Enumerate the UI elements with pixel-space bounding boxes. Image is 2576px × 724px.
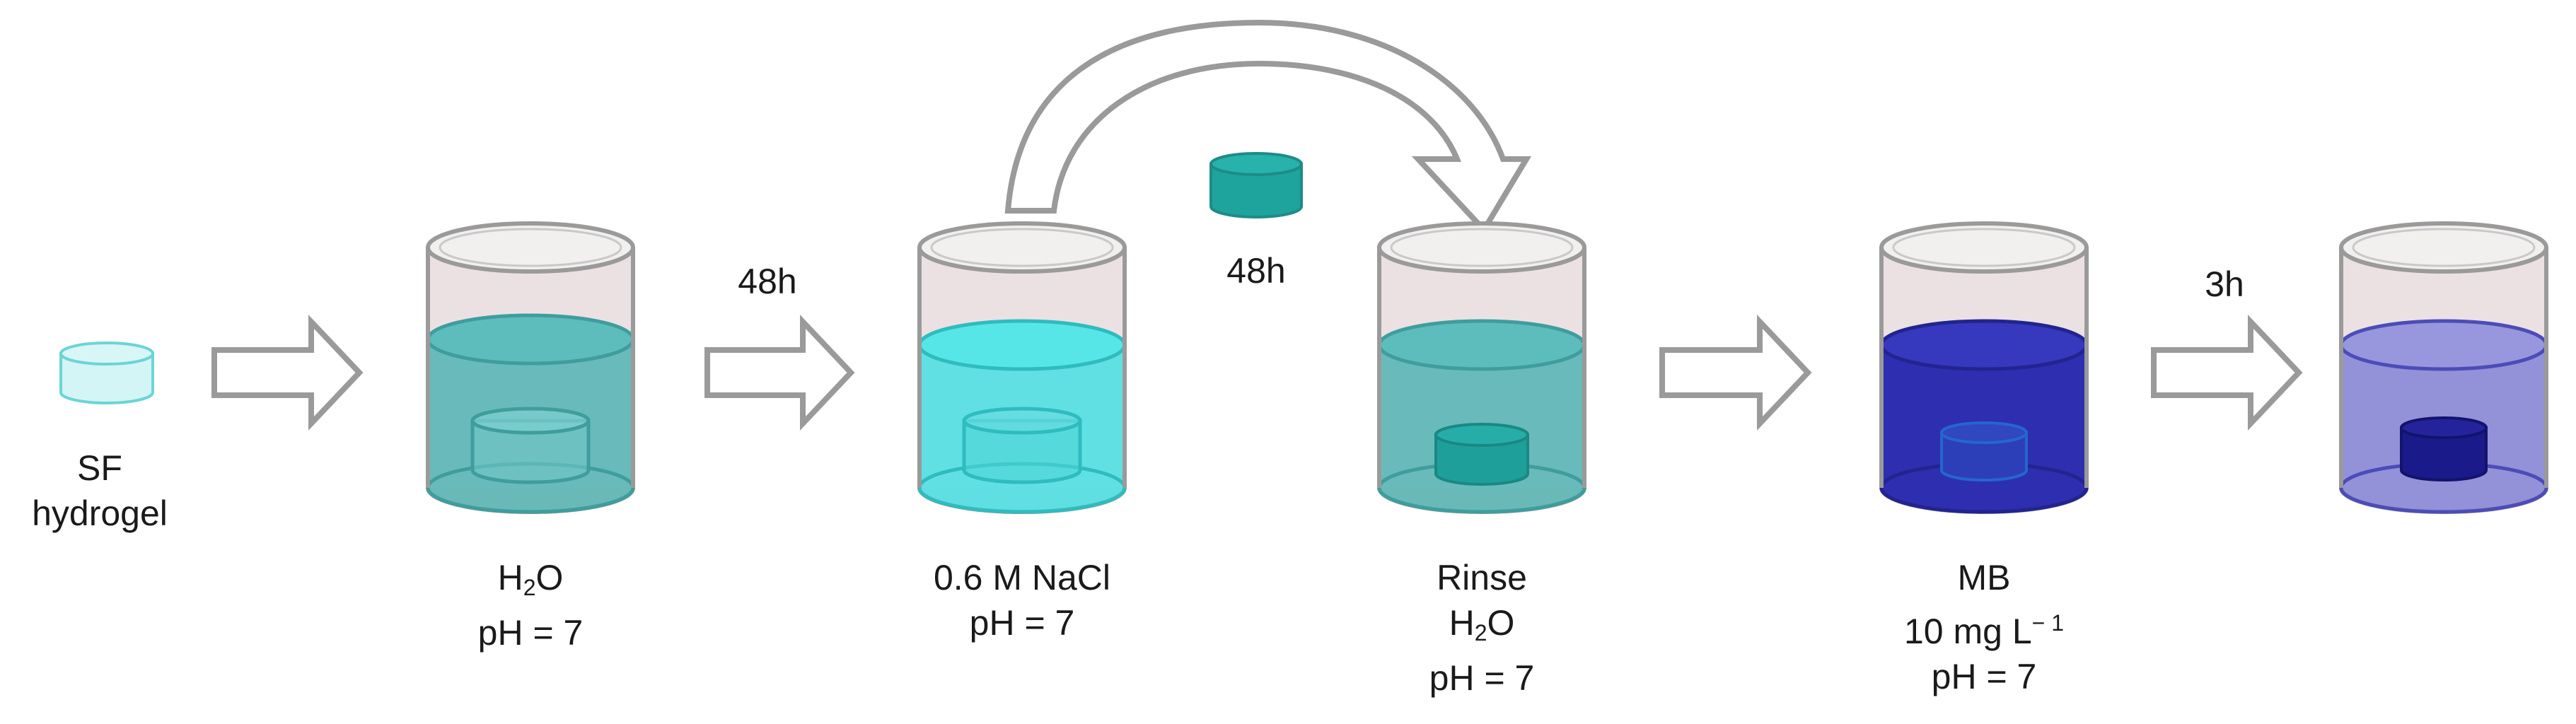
step-4-title: MB — [1957, 558, 2011, 597]
step-4-label: MB 10 mg L− 1 pH = 7 — [1807, 555, 2161, 699]
transfer-curved-arrow — [1004, 19, 1532, 235]
step-3-title: Rinse — [1437, 558, 1527, 597]
step-2-ph: pH = 7 — [969, 603, 1075, 643]
step-3-ph: pH = 7 — [1429, 658, 1535, 698]
process-arrow-3 — [1659, 314, 1812, 431]
hydrogel-label-line2: hydrogel — [32, 494, 168, 533]
process-arrow-2 — [704, 314, 855, 431]
beaker-nacl — [917, 221, 1127, 514]
beaker-mb — [1879, 221, 2089, 514]
transferred-gel-disc — [1209, 152, 1303, 218]
process-arrow-4 — [2151, 314, 2303, 431]
time-label-3: 3h — [2205, 264, 2244, 304]
hydrogel-label: SF hydrogel — [0, 445, 277, 536]
beaker-final — [2339, 221, 2548, 514]
step-1-ph: pH = 7 — [477, 613, 584, 653]
process-arrow-1 — [211, 314, 364, 431]
hydrogel-label-line1: SF — [77, 448, 122, 488]
step-3-label: Rinse H2O pH = 7 — [1305, 555, 1659, 701]
time-label-1: 48h — [738, 262, 797, 301]
beaker-rinse — [1377, 221, 1586, 514]
step-1-label: H2O pH = 7 — [354, 555, 707, 655]
time-label-2: 48h — [1226, 251, 1286, 291]
sf-hydrogel-disc — [59, 341, 154, 404]
beaker-h2o — [426, 221, 635, 514]
step-3-compound: H2O — [1449, 603, 1515, 646]
step-2-compound: 0.6 M NaCl — [933, 558, 1111, 597]
step-2-label: 0.6 M NaCl pH = 7 — [845, 555, 1199, 646]
step-4-concentration: 10 mg L− 1 — [1903, 610, 2065, 651]
step-1-compound: H2O — [497, 558, 564, 600]
step-4-ph: pH = 7 — [1931, 657, 2037, 696]
